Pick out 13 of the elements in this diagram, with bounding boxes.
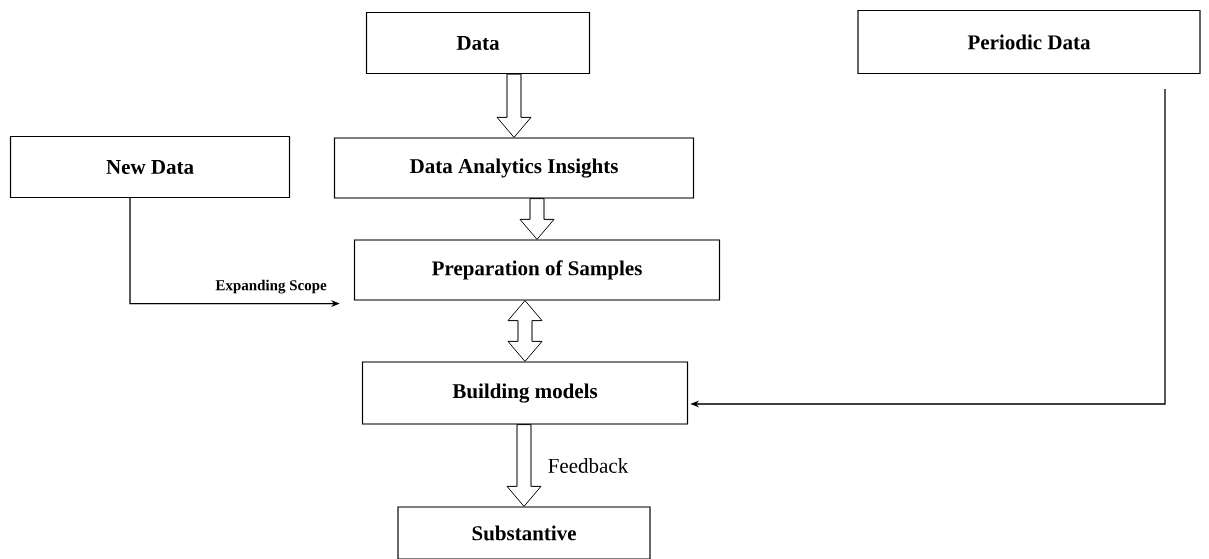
process-box: Periodic Data xyxy=(857,9,1201,75)
edge-label: Expanding Scope xyxy=(215,279,327,294)
block-arrow xyxy=(506,424,542,507)
process-box: New Data xyxy=(9,135,291,199)
process-box: Preparation of Samples xyxy=(353,239,721,301)
process-box: Substantive xyxy=(397,506,651,559)
block-arrow xyxy=(519,198,555,240)
block-arrow xyxy=(496,73,532,138)
process-box: Building models xyxy=(361,361,689,425)
block-arrow xyxy=(507,300,543,362)
edge-label: Feedback xyxy=(548,458,629,473)
process-box: Data Analytics Insights xyxy=(333,137,695,199)
process-box: Data xyxy=(365,11,591,75)
